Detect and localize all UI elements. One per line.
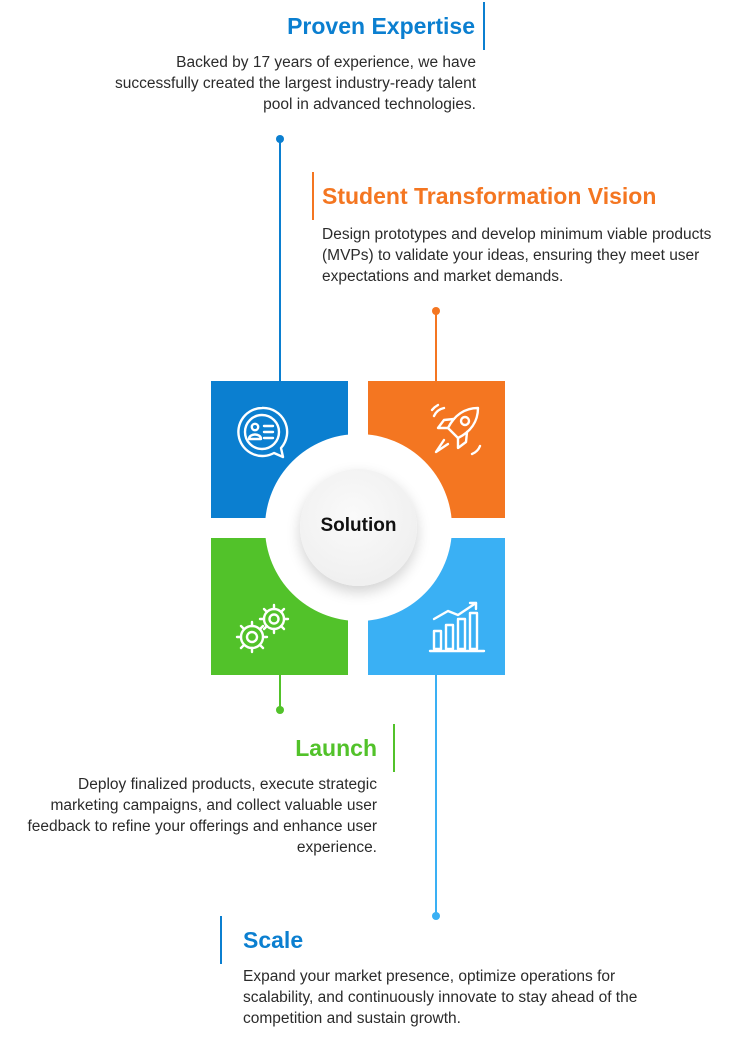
- section-title-scale: Scale: [243, 927, 304, 953]
- accent-bar-proven-expertise: [483, 2, 485, 50]
- gears-icon: [235, 603, 290, 654]
- section-title-launch: Launch: [295, 735, 377, 761]
- hub-circle: Solution: [300, 469, 417, 586]
- connector-line-orange: [435, 311, 437, 382]
- accent-bar-launch: [393, 724, 395, 772]
- profile-card-chat-icon: [237, 406, 289, 459]
- section-desc-proven-expertise: Backed by 17 years of experience, we hav…: [115, 54, 476, 113]
- section-desc-launch: Deploy finalized products, execute strat…: [27, 776, 377, 856]
- hub-label: Solution: [320, 515, 397, 536]
- accent-bar-student-transformation-vision: [312, 172, 314, 220]
- section-title-student-transformation-vision: Student Transformation Vision: [322, 183, 657, 209]
- connector-line-green: [279, 674, 281, 710]
- section-title-proven-expertise: Proven Expertise: [287, 13, 475, 39]
- connector-dot-lightblue: [432, 912, 440, 920]
- section-desc-student-transformation-vision: Design prototypes and develop minimum vi…: [322, 226, 712, 285]
- growth-chart-icon: [428, 601, 486, 653]
- connector-dot-green: [276, 706, 284, 714]
- connector-line-blue: [279, 139, 281, 382]
- connector-line-lightblue: [435, 674, 437, 916]
- rocket-icon: [430, 403, 482, 456]
- accent-bar-scale: [220, 916, 222, 964]
- section-desc-scale: Expand your market presence, optimize op…: [243, 968, 638, 1027]
